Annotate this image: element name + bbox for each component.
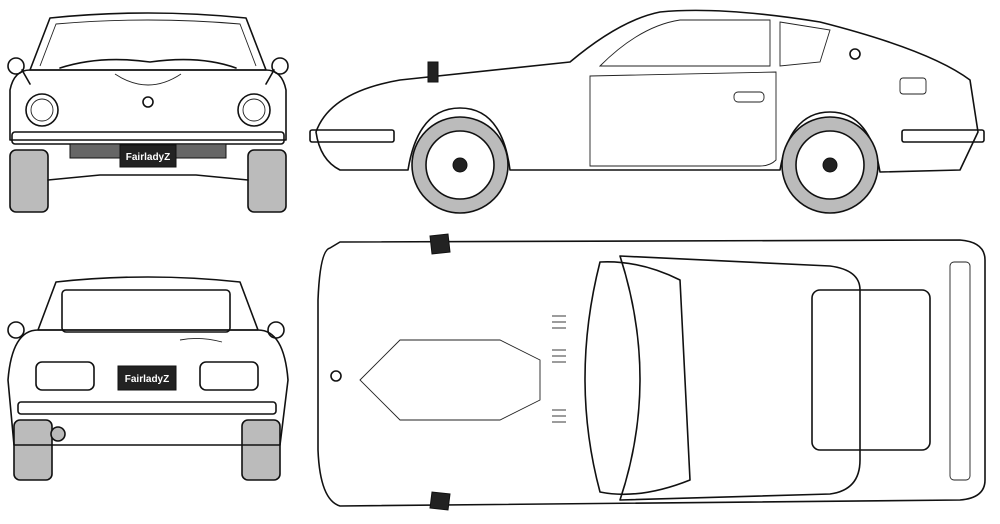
front-bumper <box>11 131 285 145</box>
exhaust-icon <box>50 426 66 442</box>
right-taillight <box>199 361 259 391</box>
left-taillight <box>35 361 95 391</box>
rear-license-plate <box>117 365 177 391</box>
rear-hatch-window <box>811 289 931 451</box>
wipers <box>59 58 237 69</box>
rear-left-tire <box>13 419 53 481</box>
front-right-tire <box>247 149 287 213</box>
left-headlight <box>25 93 59 127</box>
side-body <box>315 9 979 173</box>
side-mirror <box>427 61 439 83</box>
side-window-front <box>598 19 771 67</box>
front-view: FairladyZ <box>7 12 289 213</box>
roof-top <box>619 255 861 501</box>
right-mirror <box>271 57 289 75</box>
rear-right-tire <box>241 419 281 481</box>
front-body <box>9 69 287 141</box>
left-mirror <box>7 57 25 75</box>
rear-bumper <box>17 401 277 415</box>
door <box>589 71 777 167</box>
top-view <box>317 233 986 511</box>
rear-body <box>7 329 289 446</box>
top-mirror-left <box>429 233 451 255</box>
windshield-roof <box>29 12 267 71</box>
top-mirror-right <box>429 491 451 511</box>
rear-plate-text: FairladyZ <box>125 374 169 385</box>
windshield-top <box>584 261 691 496</box>
top-body <box>317 239 986 507</box>
hood-bulge <box>359 339 541 421</box>
rear-window-roof <box>37 276 259 331</box>
rear-view: FairladyZ <box>7 276 289 481</box>
side-window-rear <box>779 21 831 67</box>
front-plate-text: FairladyZ <box>126 152 170 163</box>
front-license-plate <box>119 144 177 168</box>
side-view <box>309 9 985 214</box>
front-left-tire <box>9 149 49 213</box>
right-headlight <box>237 93 271 127</box>
door-handle <box>733 91 765 103</box>
